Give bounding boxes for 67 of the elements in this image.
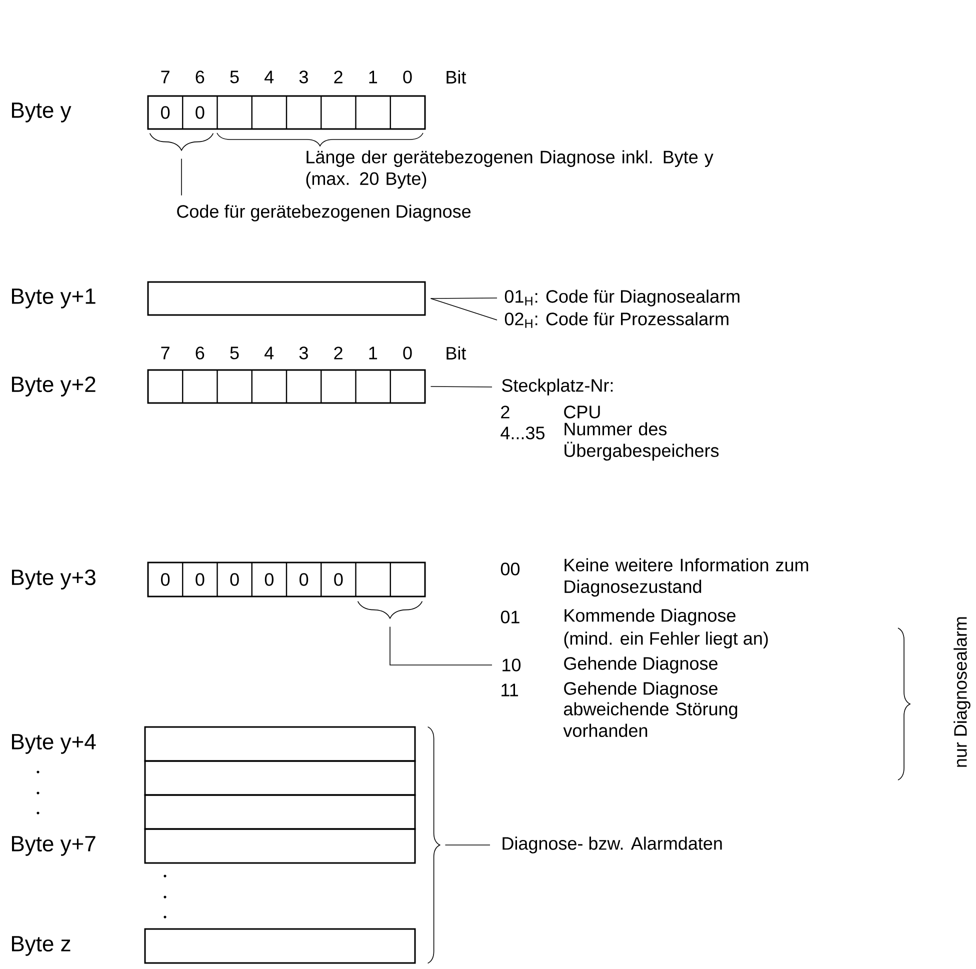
callout-text: Diagnose- bzw. Alarmdaten	[502, 836, 722, 854]
byte-box	[147, 281, 426, 316]
label-text: Bit	[446, 70, 466, 84]
callout-text: 01$_{H}$: Code für Diagnosealarm	[504, 290, 740, 306]
brace	[149, 132, 214, 151]
byte-box	[144, 760, 416, 796]
label-text: Gehende Diagnose	[564, 656, 718, 674]
label-text: 4...35	[500, 426, 544, 440]
byte-box	[144, 726, 416, 762]
bit-value: 0	[334, 573, 343, 586]
byte-label: Byte y	[12, 102, 72, 122]
label-text: Kommende Diagnose	[564, 608, 736, 626]
bit-number: 1	[369, 346, 378, 360]
bit-number: 7	[161, 70, 170, 84]
bit-number: 5	[230, 70, 239, 84]
label-text: abweichende Störung vorhanden	[563, 702, 738, 738]
leader-line	[430, 298, 498, 320]
leader-line	[181, 158, 182, 196]
label-text: CPU	[564, 406, 600, 418]
label-text: 00	[500, 562, 520, 576]
bit-number: 3	[299, 346, 308, 360]
label-text: Länge der gerätebezogenen Diagnose inkl. Byte y (max. 20 Byte)	[306, 150, 714, 189]
bit-value: 0	[230, 573, 239, 586]
leader-line	[390, 626, 492, 666]
byte-box	[144, 828, 416, 864]
bit-value: 0	[196, 573, 204, 586]
bit-number: 4	[264, 346, 274, 360]
label-text: Bit	[446, 346, 466, 360]
bit-number: 2	[334, 346, 342, 360]
byte-label: Byte y+3	[12, 570, 96, 590]
byte-label: Byte y+7	[12, 836, 96, 856]
byte-label: Byte z	[12, 936, 70, 956]
brace	[357, 600, 423, 619]
bit-number: 0	[403, 346, 412, 360]
callout-text: 02$_{H}$: Code für Prozessalarm	[504, 312, 728, 328]
label-text: nur Diagnosealarm	[954, 617, 970, 767]
bit-value: 0	[300, 573, 308, 586]
bit-value: 0	[161, 573, 170, 586]
label-text: Gehende Diagnose	[564, 682, 718, 698]
label-text: 11	[502, 684, 518, 696]
bit-register	[147, 95, 426, 130]
byte-box	[144, 928, 416, 964]
leader-line	[444, 844, 490, 846]
bit-number: 6	[196, 70, 204, 84]
bit-value: 0	[264, 573, 274, 586]
bit-register	[147, 562, 426, 598]
bit-value: 0	[161, 106, 170, 119]
byte-label: Byte y+4	[12, 734, 96, 754]
leader-line	[430, 298, 498, 299]
byte-label: Byte y+2	[12, 376, 96, 396]
label-text: 2	[501, 406, 510, 418]
label-text: Keine weitere Information zum Diagnosezustand	[564, 558, 808, 597]
bit-register	[147, 369, 426, 404]
label-text: 01	[500, 610, 520, 624]
byte-label: Byte y+1	[12, 288, 96, 308]
bit-number: 5	[230, 346, 239, 360]
label-text: Nummer des Übergabespeichers	[564, 422, 719, 461]
callout-text: Code für gerätebezogenen Diagnose	[177, 204, 471, 222]
bit-value: 0	[196, 106, 204, 119]
leader-line	[430, 386, 492, 388]
bit-number: 6	[196, 346, 204, 360]
byte-box	[144, 794, 416, 830]
callout-text: 10	[502, 658, 521, 672]
brace	[427, 726, 440, 964]
label-text: (mind. ein Fehler liegt an)	[564, 632, 768, 648]
bit-number: 7	[161, 346, 170, 360]
callout-text: Steckplatz-Nr:	[502, 378, 613, 396]
